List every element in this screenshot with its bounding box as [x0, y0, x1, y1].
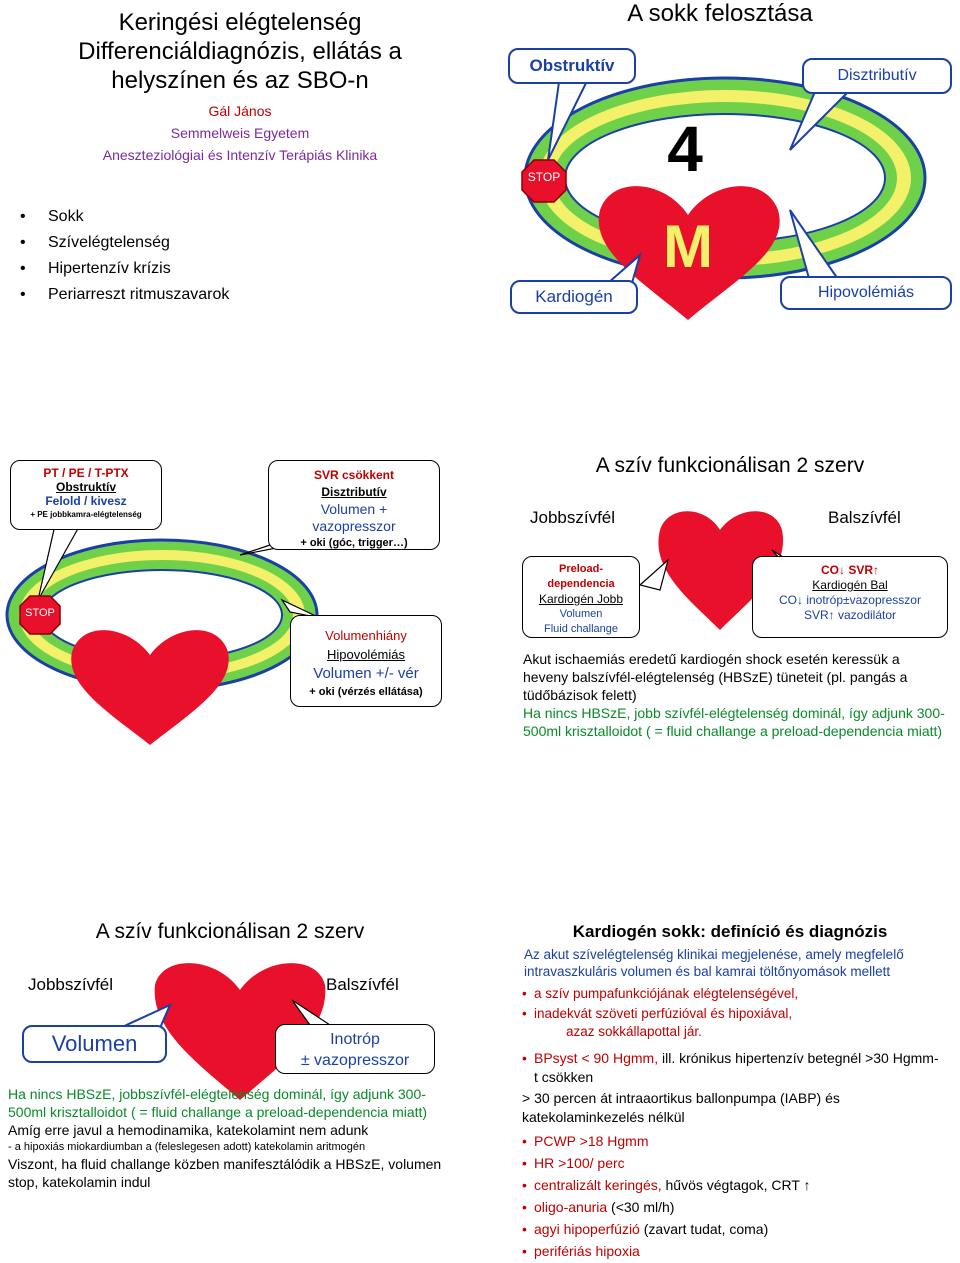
criteria-list: PCWP >18 Hgmm HR >100/ perc centralizált…: [522, 1130, 942, 1262]
rbox-line-1: CO↓ SVR↑: [820, 563, 879, 577]
heart-icon-3: [658, 511, 784, 630]
b7-rest: hűvös végtagok, CRT ↑: [661, 1177, 811, 1193]
b3-highlight: BPsyst < 90 Hgmm,: [534, 1050, 659, 1066]
stop-label: STOP: [527, 170, 561, 184]
slide6-intro: Az akut szívelégtelenség klinikai megjel…: [524, 947, 904, 979]
list-item: oligo-anuria (<30 ml/h): [522, 1196, 942, 1218]
b7-highlight: centralizált keringés,: [534, 1177, 662, 1193]
hypo-line-2: Hipovolémiás: [326, 647, 406, 662]
list-item: PCWP >18 Hgmm: [522, 1130, 942, 1152]
list-item: centralizált keringés, hűvös végtagok, C…: [522, 1174, 942, 1196]
svr-line-2: Disztributív: [321, 485, 387, 499]
hipovolemias-box: Volumenhiány Hipovolémiás Volumen +/- vé…: [290, 615, 442, 707]
lbox-line-1: Preload-: [558, 563, 603, 575]
b9-highlight: agyi hipoperfúzió: [534, 1221, 640, 1237]
svr-line-4: vazopresszor: [312, 518, 396, 534]
volumen-callout: Volumen: [22, 1025, 167, 1063]
slide5-title: A szív funkcionálisan 2 szerv: [95, 920, 365, 943]
right-heart-label-2: Jobbszívfél: [28, 975, 114, 994]
letter-m: M: [663, 213, 713, 280]
diagnosis-list: BPsyst < 90 Hgmm, ill. krónikus hiperten…: [522, 1049, 942, 1087]
lbox-line-4: Volumen: [559, 608, 603, 620]
title-line-1: Keringési elégtelenség: [118, 9, 362, 36]
stop-sign-icon: [521, 159, 567, 203]
topic-list: Sokk Szívelégtelenség Hipertenzív krízis…: [20, 204, 440, 308]
number-four: 4: [667, 113, 703, 185]
obs-line-3: Felold / kivesz: [45, 494, 127, 508]
svr-line-3: Volumen +: [320, 501, 388, 517]
kardiogen-callout: Kardiogén: [510, 280, 638, 314]
author-name: Gál János: [208, 103, 272, 119]
stop-sign-icon-2: [19, 595, 61, 635]
stop-label-2: STOP: [25, 607, 55, 619]
rbox-line-2: Kardiogén Bal: [812, 578, 888, 592]
disztributiv-box: SVR csökkent Disztributív Volumen + vazo…: [268, 460, 440, 550]
slide5-para-1: Ha nincs HBSzE, jobbszívfél-elégtelenség…: [8, 1086, 428, 1120]
list-item: Hipertenzív krízis: [20, 256, 440, 282]
heart-icon-4: [154, 963, 326, 1100]
slide5-para-2: Amíg erre javul a hemodinamika, katekola…: [8, 1122, 369, 1138]
obs-line-2: Obstruktív: [55, 480, 116, 494]
affiliation: Semmelweis Egyetem: [170, 125, 310, 141]
inotrop-line-2: ± vazopresszor: [300, 1052, 410, 1069]
rbox-line-4: SVR↑ vazodilátor: [803, 608, 897, 622]
b9-rest: (zavart tudat, coma): [639, 1221, 769, 1237]
definition-continuation: azaz sokkállapottal jár.: [566, 1024, 702, 1039]
list-item: a szív pumpafunkciójának elégtelenségéve…: [522, 984, 942, 1004]
svr-line-5: + oki (góc, trigger…): [300, 537, 408, 549]
lbox-line-3: Kardiogén Jobb: [538, 592, 624, 606]
hypo-line-4: + oki (vérzés ellátása): [309, 686, 423, 698]
left-heart-label-2: Balszívfél: [326, 975, 399, 994]
author-block: Gál János Semmelweis Egyetem Aneszteziol…: [20, 100, 460, 166]
list-item: agyi hipoperfúzió (zavart tudat, coma): [522, 1218, 942, 1240]
slide2-title: A sokk felosztása: [627, 0, 813, 27]
slide1-title: Keringési elégtelenség Differenciáldiagn…: [20, 8, 460, 95]
slide4-title: A szív funkcionálisan 2 szerv: [595, 454, 865, 477]
slide4-para-1: Akut ischaemiás eredetű kardiogén shock …: [523, 651, 908, 703]
list-item: HR >100/ perc: [522, 1152, 942, 1174]
lbox-line-2: dependencia: [547, 578, 615, 590]
slide5-para-3: - a hipoxiás miokardiumban a (felesleges…: [8, 1141, 366, 1153]
slide6-title: Kardiogén sokk: definíció és diagnózis: [572, 922, 888, 941]
department: Aneszteziológiai és Intenzív Terápiás Kl…: [102, 147, 378, 163]
list-item: Szívelégtelenség: [20, 230, 440, 256]
inotrop-line-1: Inotróp: [330, 1031, 380, 1048]
definition-list: a szív pumpafunkciójának elégtelenségéve…: [522, 984, 942, 1024]
list-item: perifériás hipoxia: [522, 1240, 942, 1262]
rbox-line-3: CO↓ inotróp±vazopresszor: [779, 593, 921, 607]
obs-line-1: PT / PE / T-PTX: [43, 466, 129, 480]
b3-rest: ill. krónikus hipertenzív betegnél >30 H…: [534, 1050, 939, 1085]
slide5-para-4: Viszont, ha fluid challange közben manif…: [8, 1156, 442, 1190]
slide4-para-2: Ha nincs HBSzE, jobb szívfél-elégtelensé…: [523, 705, 945, 739]
right-heart-box: Preload- dependencia Kardiogén Jobb Volu…: [522, 556, 640, 638]
left-heart-box: CO↓ SVR↑ Kardiogén Bal CO↓ inotróp±vazop…: [752, 556, 948, 638]
list-item: Sokk: [20, 204, 440, 230]
list-item: BPsyst < 90 Hgmm, ill. krónikus hiperten…: [522, 1049, 942, 1087]
lbox-line-5: Fluid challange: [544, 623, 618, 635]
heart-icon: [598, 186, 780, 320]
obstruktiv-callout: Obstruktív: [508, 48, 636, 84]
hipovolemias-callout: Hipovolémiás: [780, 276, 952, 310]
hypo-line-1: Volumenhiány: [325, 628, 407, 643]
disztributiv-callout: Disztributív: [802, 58, 952, 94]
title-line-3: helyszínen és az SBO-n: [111, 67, 369, 94]
obstruktiv-box: PT / PE / T-PTX Obstruktív Felold / kive…: [10, 460, 162, 530]
left-heart-label: Balszívfél: [828, 508, 901, 527]
right-heart-label: Jobbszívfél: [530, 508, 616, 527]
hypo-line-3: Volumen +/- vér: [313, 665, 419, 682]
inotrop-callout: Inotróp ± vazopresszor: [275, 1024, 435, 1074]
slide4-text: Akut ischaemiás eredetű kardiogén shock …: [523, 650, 948, 740]
iabp-note: > 30 percen át intraaortikus ballonpumpa…: [522, 1090, 840, 1125]
svr-line-1: SVR csökkent: [313, 468, 395, 482]
title-line-2: Differenciáldiagnózis, ellátás a: [78, 38, 402, 65]
b8-rest: (<30 ml/h): [607, 1199, 675, 1215]
b8-highlight: oligo-anuria: [534, 1199, 608, 1215]
list-item: Periarreszt ritmuszavarok: [20, 282, 440, 308]
obs-line-4: + PE jobbkamra-elégtelenség: [30, 510, 142, 519]
heart-icon-2: [71, 630, 229, 745]
slide5-text: Ha nincs HBSzE, jobbszívfél-elégtelenség…: [8, 1085, 453, 1191]
list-item: inadekvát szöveti perfúzióval és hipoxiá…: [522, 1004, 942, 1024]
